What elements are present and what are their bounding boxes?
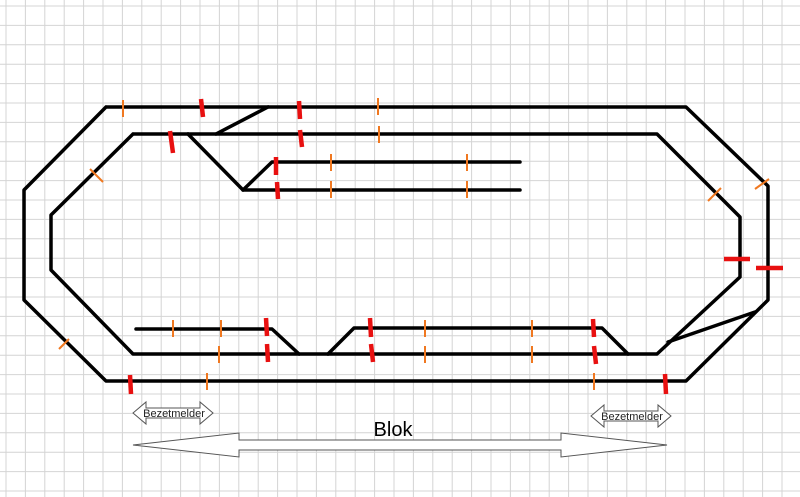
detector-left-label: Bezetmelder	[143, 408, 205, 420]
isolation-gap	[591, 345, 599, 365]
isolation-gap	[198, 98, 206, 118]
inner-loop-track	[49, 132, 742, 356]
detector-right-label: Bezetmelder	[601, 411, 663, 423]
outer-loop-track	[22, 105, 770, 383]
isolation-gaps	[127, 98, 783, 395]
isolation-gap	[296, 100, 303, 120]
isolation-gap	[590, 318, 597, 338]
block-arrow: Blok	[132, 419, 668, 458]
track-joint	[58, 338, 70, 350]
isolation-gap	[274, 181, 281, 200]
upper-crossover-track	[214, 105, 270, 136]
isolation-gap	[368, 343, 376, 363]
isolation-gap	[263, 317, 270, 337]
isolation-gap	[127, 374, 134, 395]
tracks	[22, 105, 770, 383]
detector-left-arrow: Bezetmelder	[132, 400, 214, 426]
block-label: Blok	[374, 419, 414, 441]
track-joint	[89, 168, 104, 183]
lower-middle-siding-track	[326, 326, 630, 356]
track-joints	[58, 98, 770, 390]
detector-right-arrow: Bezetmelder	[590, 403, 672, 429]
isolation-gap	[264, 343, 271, 363]
track-joint	[707, 187, 722, 202]
track-joint	[754, 178, 770, 190]
isolation-gap	[662, 373, 669, 395]
isolation-gap	[367, 317, 374, 338]
lower-right-crossover-track	[666, 310, 757, 344]
upper-siding-lead-track	[186, 132, 522, 192]
isolation-gap	[167, 130, 176, 154]
isolation-gap	[297, 129, 305, 148]
lower-left-siding-track	[134, 327, 301, 356]
